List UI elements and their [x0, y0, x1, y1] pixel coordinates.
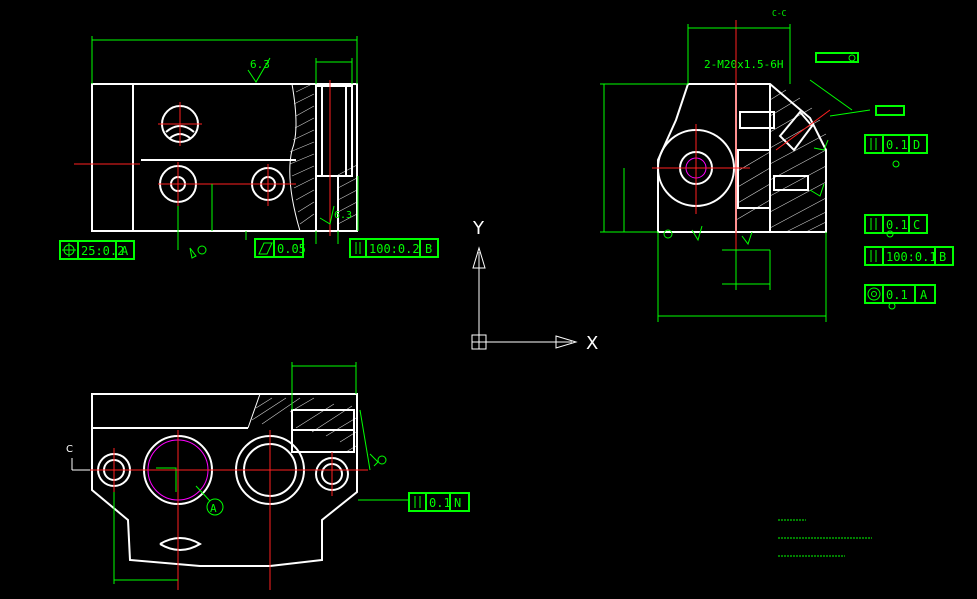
fcf-datum: D: [913, 138, 920, 152]
axis-x-label: X: [586, 333, 598, 354]
fcf-parallel-frame-c[interactable]: 0.1 C: [864, 214, 928, 234]
fcf-value: 0.1: [886, 288, 908, 302]
fcf-position-frame[interactable]: 25:0.2 A: [59, 240, 135, 260]
fcf-parallel-frame-n[interactable]: 0.1 N: [408, 492, 470, 512]
roughness-label-top: 6.3: [250, 58, 270, 71]
fcf-value: 0.1: [429, 496, 451, 510]
fcf-datum: A: [920, 288, 928, 302]
ucs-axis-icon: Y X: [471, 218, 598, 354]
top-view: A C: [66, 362, 410, 590]
fcf-parallel-frame-b[interactable]: 100:0.2 B: [349, 238, 439, 258]
datum-circle-a: A: [210, 502, 217, 515]
fcf-datum: B: [939, 250, 946, 264]
technical-notes: [778, 519, 872, 557]
fcf-value: 0.1: [886, 218, 908, 232]
fcf-parallel-datum: B: [425, 242, 432, 256]
fcf-parallel-frame-d[interactable]: 0.1 D: [864, 134, 928, 154]
view-arrow-label: C: [66, 444, 73, 455]
fcf-concentric-frame-a[interactable]: 0.1 A: [864, 284, 936, 304]
fcf-position-datum: A: [121, 244, 129, 258]
fcf-value: 100:0.1: [886, 250, 937, 264]
fcf-parallel-value: 100:0.2: [369, 242, 420, 256]
section-view-cc: C-C 2-M20x1.5-6H: [600, 9, 905, 322]
fcf-parallel-frame-b2[interactable]: 100:0.1 B: [864, 246, 954, 266]
front-view: 6.3 6.3: [74, 36, 359, 259]
flatness-icon: [258, 242, 273, 255]
fcf-flatness-value: 0.05: [277, 242, 306, 256]
fcf-flatness-frame[interactable]: 0.05: [254, 238, 306, 258]
roughness-label-side: 6.3: [334, 210, 352, 221]
axis-y-label: Y: [472, 218, 485, 239]
fcf-datum: C: [913, 218, 920, 232]
fcf-value: 0.1: [886, 138, 908, 152]
thread-callout: 2-M20x1.5-6H: [704, 58, 783, 71]
concentric-icon: [867, 287, 881, 301]
fcf-position-value: 25:0.2: [81, 244, 124, 258]
section-label: C-C: [772, 9, 787, 18]
fcf-datum: N: [454, 496, 461, 510]
